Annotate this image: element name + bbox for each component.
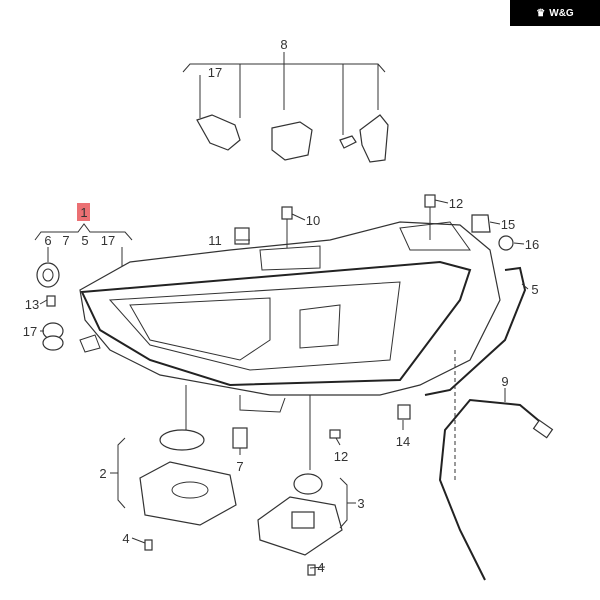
- callout-6: 6: [44, 233, 51, 248]
- callout-5: 5: [81, 233, 88, 248]
- small-parts: [36, 194, 527, 576]
- leader-lines: [39, 199, 529, 569]
- callout-5: 5: [531, 282, 538, 297]
- callout-7: 7: [62, 233, 69, 248]
- callout-11: 11: [208, 233, 222, 248]
- headlight-housing: [79, 221, 501, 413]
- callout-17: 17: [101, 233, 115, 248]
- callout-10: 10: [306, 213, 320, 228]
- callout-9: 9: [501, 374, 508, 389]
- callout-12: 12: [449, 196, 463, 211]
- callout-15: 15: [501, 217, 515, 232]
- control-unit-3: [257, 395, 343, 556]
- callout-group-1: [34, 203, 133, 270]
- control-unit-2: [139, 385, 237, 526]
- callout-labels: 1 6 7 5 17 8 17 12 10 11 15 16 5 13 17 9…: [23, 37, 539, 575]
- callout-2: 2: [99, 466, 106, 481]
- callout-13: 13: [25, 297, 39, 312]
- callout-14: 14: [396, 434, 410, 449]
- callout-16: 16: [525, 237, 539, 252]
- callout-4: 4: [317, 560, 324, 575]
- callout-4: 4: [122, 531, 129, 546]
- callout-8: 8: [280, 37, 287, 52]
- callout-17: 17: [208, 65, 222, 80]
- brand-logo: ♛ W&G: [510, 0, 600, 26]
- bracket-parts-8: [196, 114, 389, 163]
- logo-text: W&G: [549, 7, 574, 19]
- callout-3: 3: [357, 496, 364, 511]
- washer-hose-9: [438, 350, 554, 581]
- callout-17: 17: [23, 324, 37, 339]
- callout-1: 1: [80, 205, 87, 220]
- callout-12: 12: [334, 449, 348, 464]
- callout-7: 7: [236, 459, 243, 474]
- callout-group-8: [182, 52, 386, 135]
- crown-icon: ♛: [536, 7, 546, 19]
- highlight-box: [77, 203, 90, 221]
